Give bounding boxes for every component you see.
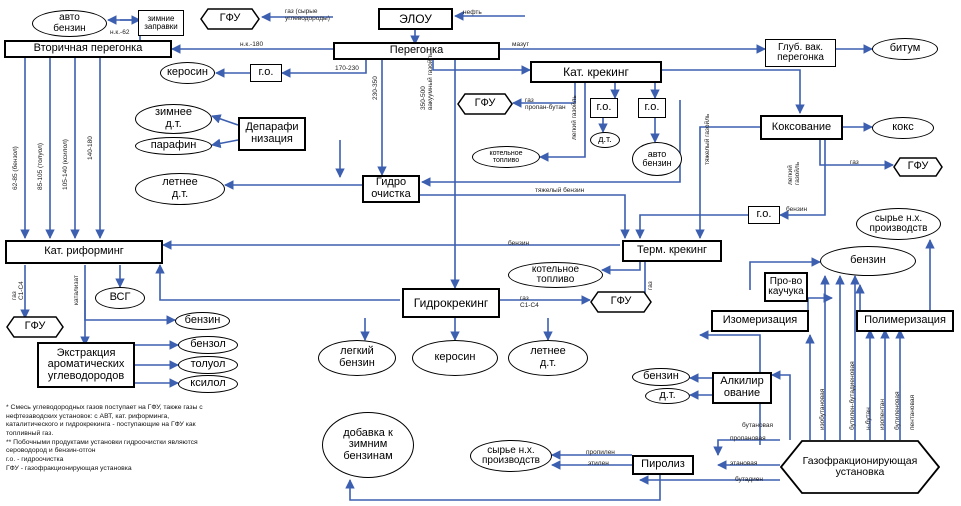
gfu-unit-coking: ГФУ [893, 157, 943, 177]
label-nk-180: н.к.-180 [240, 41, 264, 48]
footnote-line: сероводород и бензин-отгон [6, 447, 96, 455]
label-propane: пропановая [730, 435, 766, 442]
deep-vacuum-distillation: Глуб. вак. перегонка [765, 39, 836, 67]
label-170-230: 170-230 [335, 65, 359, 72]
label-gas-cc: газ пропан-бутан [525, 97, 566, 111]
label-85-105: 85-105 (толуол) [37, 143, 44, 190]
label-n-butane: н-бутан [865, 407, 872, 430]
hydrogen-gas-product: ВСГ [95, 287, 145, 309]
label-butane: бутановая [742, 422, 774, 429]
petrochem-feed-bottom: сырье н.х. производств [470, 440, 552, 472]
catalytic-reforming-unit: Кат. риформинг [5, 240, 163, 264]
footnote-line: каталитического и гидрокрекинга - поступ… [6, 421, 196, 429]
label-butylene: бутилен-бутадиеновая [849, 361, 856, 430]
light-gasoline-product: легкий бензин [318, 340, 396, 376]
hydrotreating-top: г.о. [250, 64, 282, 82]
aromatics-extraction-unit: Экстракция ароматических углеводородов [37, 342, 135, 388]
label-catalyzate: катализат [73, 275, 80, 305]
label-isopentane: изопентан [879, 399, 886, 430]
gasoline-product-cc: авто бензин [632, 142, 682, 176]
thermal-cracking-unit: Терм. крекинг [622, 240, 722, 262]
label-gas-hc: газ С1-С4 [520, 295, 539, 309]
bitumen-product: битум [872, 38, 938, 60]
gfu-unit-cc: ГФУ [457, 93, 513, 115]
summer-diesel-product-hc: летнее д.т. [508, 340, 588, 376]
kerosene-product-top: керосин [160, 62, 215, 84]
diesel-product-alk: д.т. [645, 388, 690, 404]
label-230-350: 230-350 [372, 76, 379, 100]
label-ethylene: этилен [588, 460, 609, 467]
catalytic-cracking-unit: Кат. крекинг [530, 61, 662, 83]
secondary-distillation-unit: Вторичная перегонка [4, 40, 172, 58]
label-140-180: 140-180 [87, 136, 94, 160]
label-62-85: 62-85 (бензол) [12, 146, 19, 190]
label-isobutane: изобутановая [819, 388, 826, 430]
summer-diesel-product-left: летнее д.т. [135, 173, 225, 205]
rubber-production: Про-во каучука [764, 272, 808, 302]
winter-gasoline-additive: добавка к зимним бензинам [322, 412, 414, 478]
winter-fuels-box: зимние заправки [138, 10, 184, 36]
footnote-line: г.о. - гидроочистка [6, 456, 64, 464]
label-butylene-fraction: бутиленовая [894, 391, 901, 430]
alkylation-unit: Алкилир ование [712, 372, 772, 404]
label-heavy-gasoil: тяжелый газойль [704, 113, 711, 165]
coke-product: кокс [872, 117, 934, 139]
footnote-line: * Смесь углеводородных газов поступает н… [6, 404, 203, 411]
gfu-unit-hydrocracking: ГФУ [590, 291, 652, 313]
pyrolysis-unit: Пиролиз [632, 455, 694, 475]
footnote-line: ГФУ - газофракционирующая установка [6, 464, 132, 472]
gasoline-product-alk: бензин [632, 368, 690, 386]
label-gas-coking: газ [850, 159, 859, 166]
toluene-product: толуол [178, 356, 238, 374]
label-gas-reforming: газ С1-С4 [11, 281, 25, 300]
label-pentane: пентановая [909, 395, 916, 430]
diesel-product-cc: д.т. [590, 132, 620, 148]
label-350-500: 350-500 вакуумный газойль [420, 52, 434, 110]
hydrotreating-coking: г.о. [748, 206, 780, 224]
hydrotreating-cc-1: г.о. [590, 98, 618, 118]
gasoline-product-mid: бензин [175, 312, 230, 330]
boiler-fuel-small: котельное топливо [472, 146, 540, 168]
label-gasoline-coking: бензин [786, 206, 808, 213]
xylene-product: ксилол [178, 375, 238, 393]
kerosene-product-hc: керосин [412, 340, 498, 376]
isomerization-unit: Изомеризация [711, 310, 809, 332]
label-gasoline-line: бензин [508, 240, 530, 247]
label-propylene: пропилен [586, 449, 615, 456]
label-gas-top: газ (сырые углеводороды) [285, 8, 330, 22]
label-105-140: 105-140 (ксилол) [62, 139, 69, 190]
label-nk-62: н.к.-62 [110, 29, 130, 36]
petrochem-feed-top: сырье н.х. производств [856, 208, 941, 240]
primary-distillation-unit: Перегонка [333, 42, 500, 60]
elou-unit: ЭЛОУ [378, 8, 453, 30]
label-gas-thermal: газ [647, 281, 654, 290]
hydrocracking-unit: Гидрокрекинг [402, 288, 500, 318]
label-light-gasoil-coking: легкий газойль [787, 161, 801, 185]
label-crude-oil: нефть [463, 9, 482, 16]
gas-fractionation-unit: Газофракционирующая установка [780, 440, 940, 494]
label-light-gasoil: легкий газойль [571, 95, 578, 140]
gasoline-product-right: бензин [820, 246, 916, 276]
label-mazut: мазут [512, 41, 530, 48]
dewaxing-unit: Депарафи низация [238, 117, 306, 151]
hydrotreating-cc-2: г.о. [638, 98, 666, 118]
auto-gasoline-product: авто бензин [32, 10, 107, 37]
gfu-unit-left: ГФУ [6, 316, 64, 338]
winter-diesel-product: зимнее д.т. [135, 104, 212, 134]
label-heavy-gasoline: тяжелый бензин [535, 187, 585, 194]
label-ethane: этановая [730, 460, 758, 467]
boiler-fuel-thermal: котельное топливо [508, 262, 603, 288]
polymerization-unit: Полимеризация [856, 310, 954, 332]
benzene-product: бензол [178, 336, 238, 354]
hydrotreating-unit: Гидро очистка [362, 175, 420, 203]
footnote-line: нефтезаводских установок: с АВТ, кат. ри… [6, 412, 170, 420]
footnote-line: топливный газ. [6, 430, 54, 438]
footnotes: * Смесь углеводородных газов поступает н… [6, 404, 316, 474]
gfu-unit-top: ГФУ [200, 8, 260, 30]
footnote-line: ** Побочными продуктами установки гидроо… [6, 438, 198, 446]
paraffin-product: парафин [135, 137, 212, 155]
coking-unit: Коксование [760, 115, 843, 140]
label-butadiene: бутадиен [735, 476, 763, 483]
